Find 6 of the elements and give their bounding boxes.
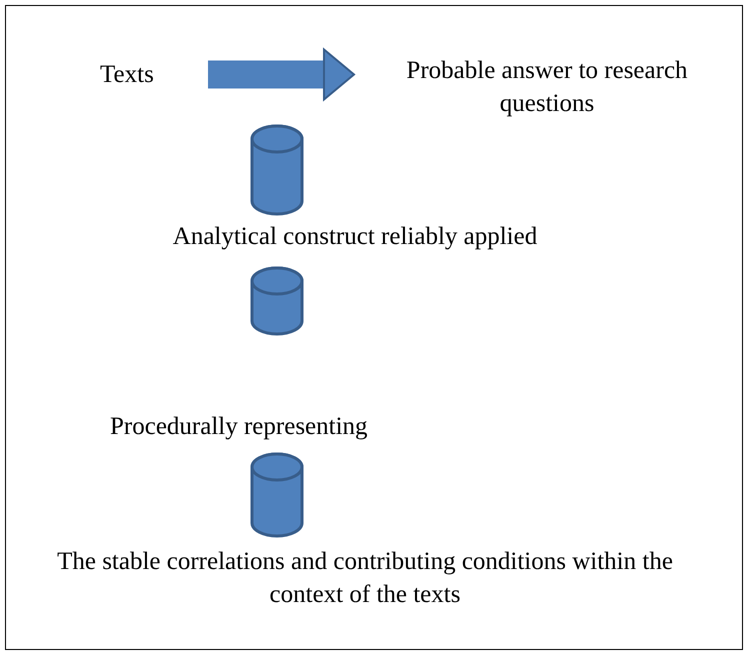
node-text: Texts (100, 60, 155, 90)
node-text: Analytical construct reliably applied (172, 222, 538, 252)
block-arrow (208, 48, 355, 100)
node-text: The stable correlations and contributing conditions within the context of the texts (56, 547, 674, 610)
node-text: Probable answer to research questions (405, 56, 689, 119)
node-text: Procedurally representing (110, 412, 369, 442)
